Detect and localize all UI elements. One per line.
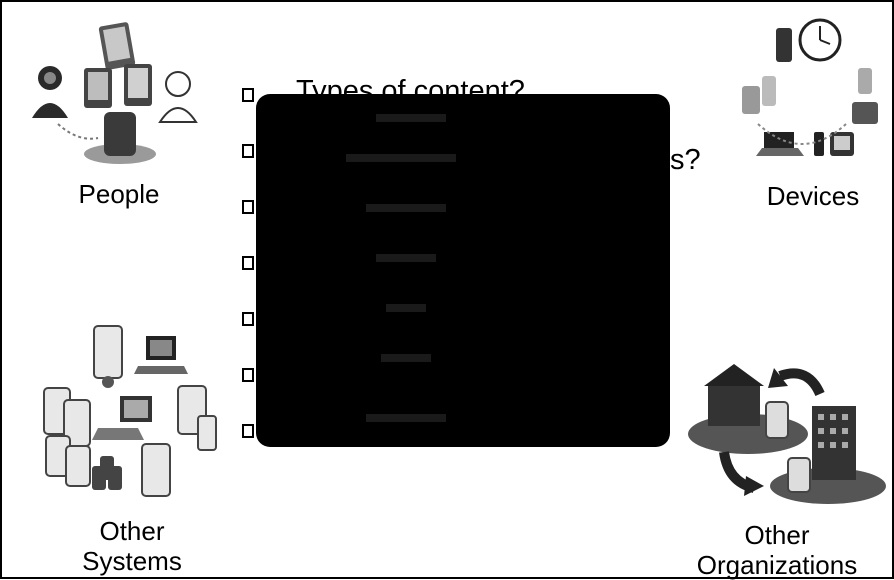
other-systems-label: Other Systems <box>62 516 202 576</box>
other-organizations-line1: Other <box>664 520 890 550</box>
question-bullet-2 <box>242 144 254 158</box>
question-2-tail: s? <box>670 146 701 175</box>
redaction-panel <box>256 94 670 447</box>
other-systems-line2: Systems <box>62 546 202 576</box>
devices-label: Devices <box>748 183 878 209</box>
other-organizations-label: Other Organizations <box>664 520 890 580</box>
other-systems-line1: Other <box>62 516 202 546</box>
panel-faint-text-icon <box>256 94 670 447</box>
question-bullet-5 <box>242 312 254 326</box>
people-icon <box>28 14 208 174</box>
question-bullet-7 <box>242 424 254 438</box>
other-organizations-line2: Organizations <box>664 550 890 580</box>
devices-icon <box>722 14 886 174</box>
question-bullet-3 <box>242 200 254 214</box>
question-bullet-1 <box>242 88 254 102</box>
systems-icon <box>34 316 224 500</box>
organizations-icon <box>684 358 890 518</box>
question-bullet-6 <box>242 368 254 382</box>
question-bullet-4 <box>242 256 254 270</box>
people-label: People <box>64 181 174 207</box>
